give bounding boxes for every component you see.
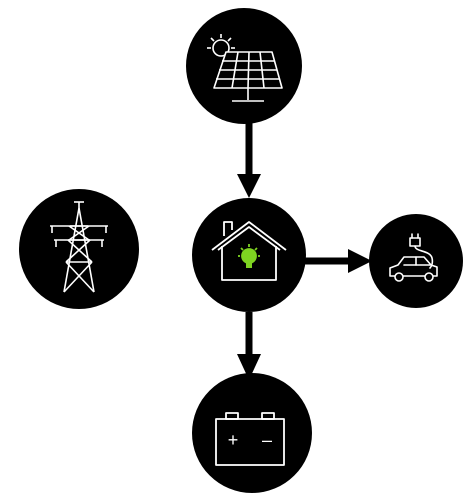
edge-solar-to-home xyxy=(237,120,261,198)
home-node xyxy=(192,198,306,312)
edge-home-to-ev xyxy=(300,249,372,273)
ev-node xyxy=(369,214,463,308)
battery-node: + – xyxy=(192,373,312,493)
solar-panel-icon xyxy=(207,34,283,102)
grid-node xyxy=(19,189,139,309)
house-with-bulb-icon xyxy=(211,221,287,281)
edge-home-to-battery xyxy=(237,312,261,380)
electric-car-icon xyxy=(389,233,438,282)
transmission-tower-icon xyxy=(50,201,108,293)
solar-node xyxy=(186,8,302,124)
battery-icon xyxy=(215,412,285,466)
battery-minus-symbol: – xyxy=(262,430,272,450)
battery-plus-symbol: + xyxy=(228,430,239,450)
